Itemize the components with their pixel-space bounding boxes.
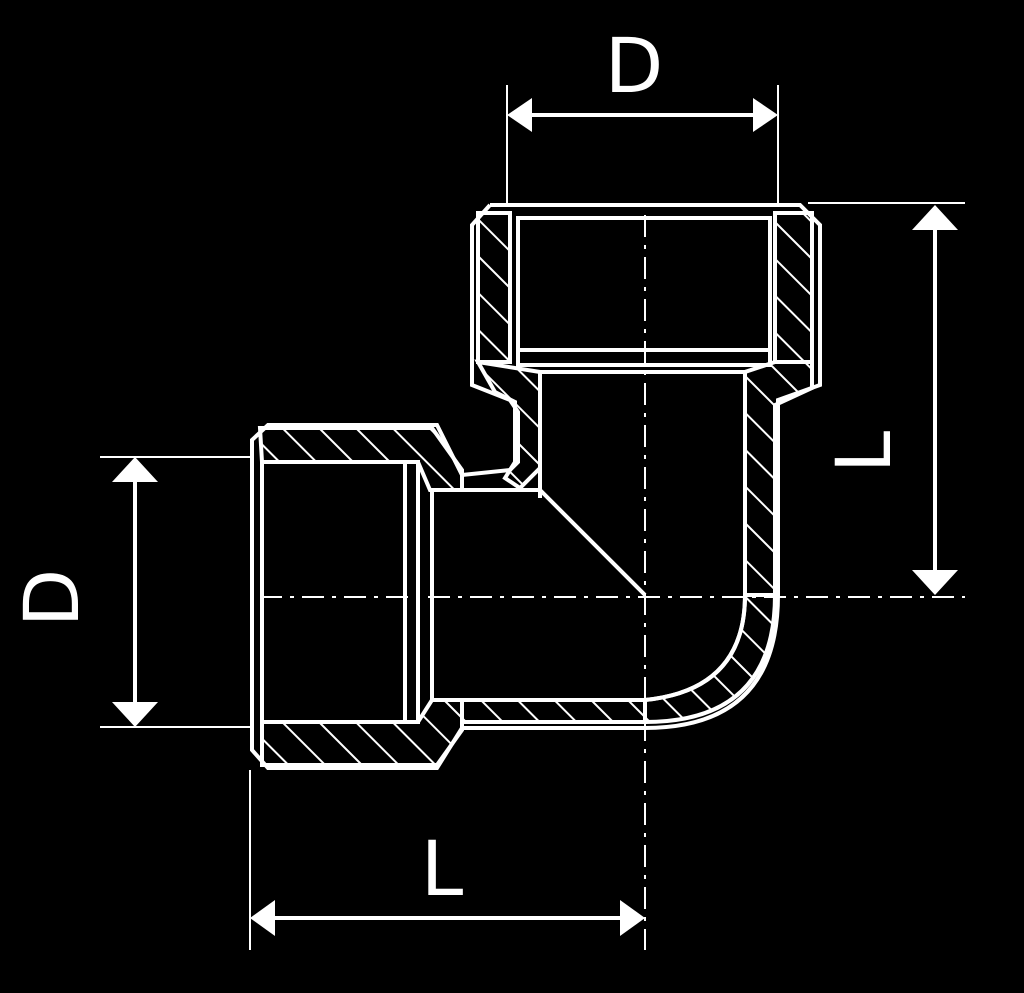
- arrowhead-down-icon: [112, 702, 158, 727]
- hatched-walls: [257, 211, 814, 767]
- bottom-length-dimension: L: [250, 824, 645, 936]
- left-top-thread-wall: [257, 426, 464, 492]
- arrowhead-up-icon: [112, 457, 158, 482]
- body-outline: [250, 203, 822, 770]
- right-length-label: L: [819, 431, 908, 473]
- top-right-thread-wall: [773, 211, 814, 364]
- left-diameter-dimension: D: [7, 457, 158, 727]
- bottom-length-label: L: [421, 824, 463, 913]
- arrowhead-right-icon: [620, 900, 645, 936]
- left-diameter-label: D: [7, 569, 96, 628]
- centerlines: [260, 215, 965, 950]
- extension-lines: [100, 85, 965, 950]
- top-diameter-dimension: D: [507, 21, 778, 132]
- left-bottom-thread-wall: [260, 698, 464, 767]
- arrowhead-left-icon: [507, 98, 532, 132]
- top-left-thread-wall: [476, 211, 512, 364]
- arrowhead-right-icon: [753, 98, 778, 132]
- arrowhead-left-icon: [250, 900, 275, 936]
- top-diameter-label: D: [605, 21, 664, 110]
- bottom-neck-wall: [460, 698, 647, 724]
- right-length-dimension: L: [819, 205, 958, 595]
- arrowhead-up-icon: [912, 205, 958, 230]
- bend-outer-wall: [643, 593, 778, 725]
- arrowhead-down-icon: [912, 570, 958, 595]
